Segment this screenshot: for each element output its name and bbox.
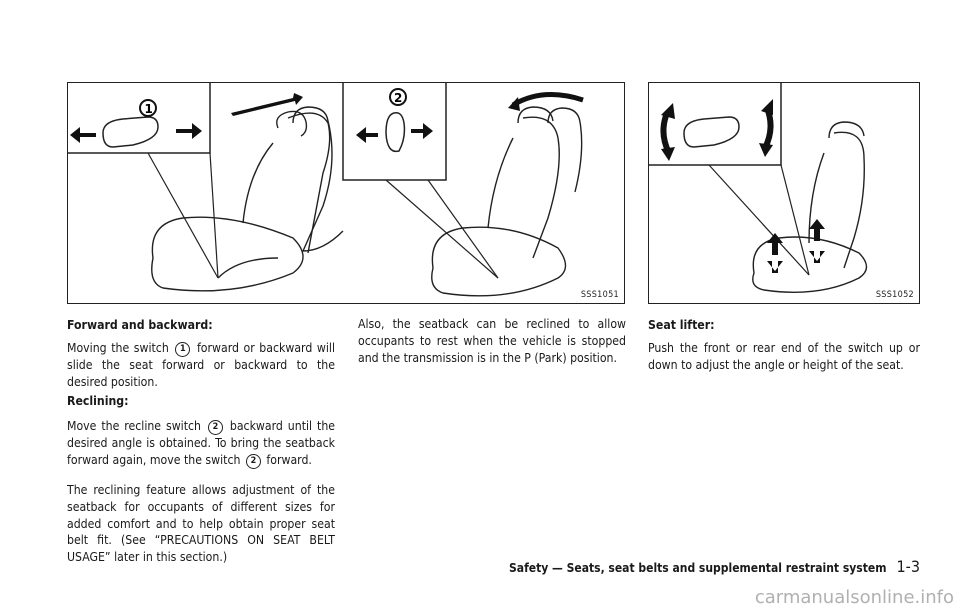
paragraph-recline-rest: Also, the seatback can be reclined to al… — [358, 317, 626, 365]
svg-text:1: 1 — [145, 102, 153, 116]
paragraph-reclining-feature: The reclining feature allows adjustment … — [67, 483, 335, 565]
heading-reclining: Reclining: — [67, 394, 129, 408]
svg-text:2: 2 — [394, 91, 402, 105]
watermark: carmanualsonline.info — [754, 587, 954, 608]
figure-forward-recline: 1 2 — [67, 82, 625, 304]
figure-code: SSS1052 — [875, 290, 914, 300]
paragraph-forward-backward: Moving the switch 1 forward or backward … — [67, 341, 335, 389]
reclining-seat-icon — [431, 106, 583, 297]
page-number: 1-3 — [896, 557, 920, 576]
figure-seat-lifter: SSS1052 — [648, 82, 920, 304]
double-arrow-icon — [231, 93, 303, 116]
seat-illustration: 1 2 — [68, 83, 584, 297]
up-down-arrow-icon — [767, 219, 825, 273]
rotate-arrow-icon — [762, 106, 774, 150]
heading-forward-backward: Forward and backward: — [67, 318, 213, 332]
figure-code: SSS1051 — [580, 290, 619, 300]
switch-icon — [70, 116, 202, 148]
heading-seat-lifter: Seat lifter: — [648, 318, 715, 332]
marker-1-icon — [139, 99, 157, 117]
switch-icon — [660, 99, 774, 161]
paragraph-reclining: Move the recline switch 2 backward until… — [67, 419, 336, 469]
section-title: Safety — Seats, seat belts and supplemen… — [509, 561, 887, 575]
marker-2-icon — [389, 88, 407, 106]
marker-1-icon: 1 — [175, 342, 191, 357]
marker-2-icon: 2 — [245, 453, 261, 469]
recline-arrow-icon — [511, 92, 584, 108]
marker-2-icon: 2 — [207, 420, 223, 435]
front-seat-icon — [151, 110, 331, 292]
paragraph-seat-lifter: Push the front or rear end of the switch… — [648, 341, 920, 372]
switch-icon — [356, 111, 433, 153]
rotate-arrow-icon — [660, 111, 672, 155]
page-footer: Safety — Seats, seat belts and supplemen… — [509, 557, 920, 576]
